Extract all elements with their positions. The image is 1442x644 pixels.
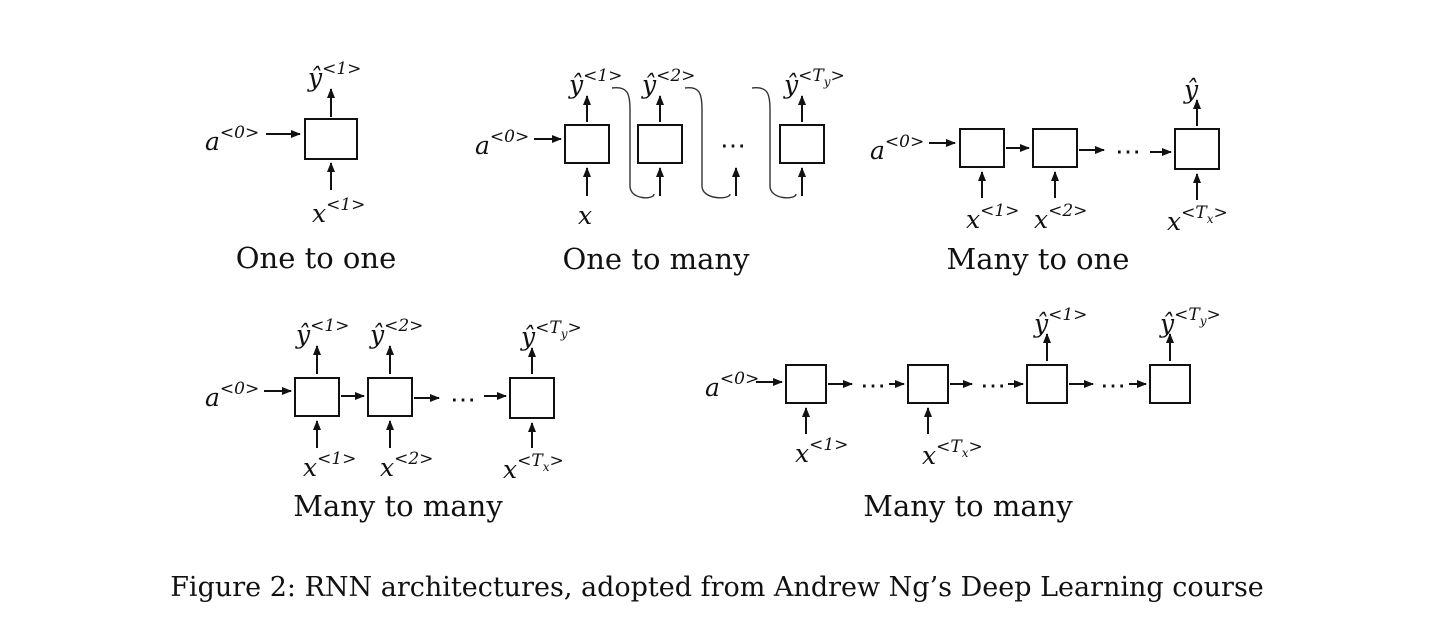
a0-label: a<0> xyxy=(475,127,529,160)
diagram-many-to-many-synced: ⋯ a<0> ŷ<1> ŷ<2> ŷ<Ty> x<1> x<2> x<Tx> M… xyxy=(205,316,582,523)
x-label: x<1> xyxy=(795,435,848,468)
diagram-one-to-many: ⋯ a<0> ŷ<1> ŷ<2> ŷ<Ty> x One to many xyxy=(475,66,845,276)
ellipsis: ⋯ xyxy=(1100,371,1126,401)
feedback-connector xyxy=(611,87,655,199)
feedback-connector xyxy=(751,87,797,199)
x-label: x xyxy=(578,201,592,230)
rnn-cell xyxy=(1174,128,1220,170)
rnn-cell xyxy=(1032,128,1078,168)
yhat-label: ŷ<Ty> xyxy=(1159,305,1221,338)
yhat-label: ŷ<1> xyxy=(307,59,361,92)
ellipsis: ⋯ xyxy=(860,371,886,401)
title-many-to-one: Many to one xyxy=(947,242,1130,276)
rnn-cell xyxy=(637,124,683,164)
diagram-many-to-one: ⋯ a<0> ŷ x<1> x<2> x<Tx> Many to one xyxy=(870,75,1228,276)
rnn-cell xyxy=(907,364,949,404)
rnn-cell xyxy=(785,364,827,404)
x-label: x<1> xyxy=(966,201,1019,234)
x-label: x<Tx> xyxy=(503,451,564,484)
x-label: x<1> xyxy=(312,195,365,228)
rnn-cell xyxy=(509,377,555,419)
rnn-cell xyxy=(367,377,413,417)
feedback-connector xyxy=(684,87,731,199)
x-label: x<2> xyxy=(1034,201,1087,234)
ellipsis: ⋯ xyxy=(1115,137,1141,167)
a0-label: a<0> xyxy=(870,132,924,165)
diagram-one-to-one: a<0> ŷ<1> x<1> One to one xyxy=(205,59,396,275)
yhat-label: ŷ<Ty> xyxy=(520,318,582,351)
a0-label: a<0> xyxy=(205,123,259,156)
yhat-label: ŷ<1> xyxy=(1033,305,1087,338)
yhat-label: ŷ<1> xyxy=(568,66,622,99)
rnn-cell xyxy=(564,124,610,164)
rnn-cell xyxy=(779,124,825,164)
x-label: x<1> xyxy=(303,449,356,482)
rnn-cell xyxy=(959,128,1005,168)
title-one-to-many: One to many xyxy=(562,242,750,276)
ellipsis: ⋯ xyxy=(450,385,476,415)
title-many-to-many-synced: Many to many xyxy=(293,489,503,523)
rnn-cell xyxy=(304,118,358,160)
rnn-cell xyxy=(294,377,340,417)
yhat-label: ŷ<Ty> xyxy=(783,66,845,99)
title-many-to-many-encoder-decoder: Many to many xyxy=(863,489,1073,523)
ellipsis: ⋯ xyxy=(980,371,1006,401)
a0-label: a<0> xyxy=(205,379,259,412)
x-label: x<Tx> xyxy=(1167,203,1228,236)
ellipsis: ⋯ xyxy=(720,131,746,161)
diagram-many-to-many-encoder-decoder: ⋯ ⋯ ⋯ a<0> x<1> x<Tx> ŷ<1> ŷ<Ty> Many to… xyxy=(705,305,1221,523)
yhat-label: ŷ<1> xyxy=(295,316,349,349)
yhat-label: ŷ xyxy=(1183,75,1199,104)
x-label: x<2> xyxy=(380,449,433,482)
figure-caption: Figure 2: RNN architectures, adopted fro… xyxy=(170,572,1264,603)
yhat-label: ŷ<2> xyxy=(641,66,695,99)
yhat-label: ŷ<2> xyxy=(369,316,423,349)
title-one-to-one: One to one xyxy=(236,241,396,275)
x-label: x<Tx> xyxy=(922,437,983,470)
a0-label: a<0> xyxy=(705,369,759,402)
rnn-cell xyxy=(1149,364,1191,404)
rnn-cell xyxy=(1026,364,1068,404)
